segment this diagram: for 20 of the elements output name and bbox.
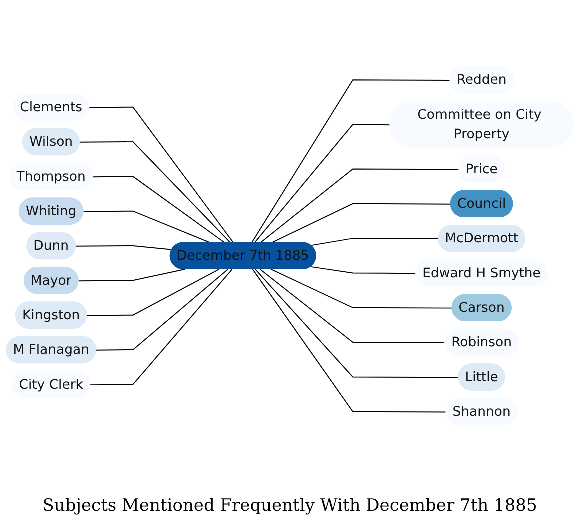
connector	[92, 176, 226, 244]
connector	[83, 210, 212, 244]
connector	[89, 106, 234, 244]
connector	[270, 269, 454, 309]
diagram-title: Subjects Mentioned Frequently With December 7th 1885	[42, 495, 538, 518]
connector	[270, 203, 452, 244]
connector	[251, 80, 452, 244]
connector	[90, 269, 233, 386]
connector	[80, 142, 232, 244]
connector	[260, 168, 460, 244]
connector	[96, 269, 229, 351]
connector	[254, 124, 392, 244]
connector	[75, 246, 173, 250]
connector	[252, 269, 448, 413]
connector	[310, 266, 417, 274]
connector	[255, 269, 460, 378]
connector	[78, 269, 186, 282]
connector	[310, 238, 440, 246]
connector	[86, 269, 220, 316]
connector	[260, 269, 446, 344]
